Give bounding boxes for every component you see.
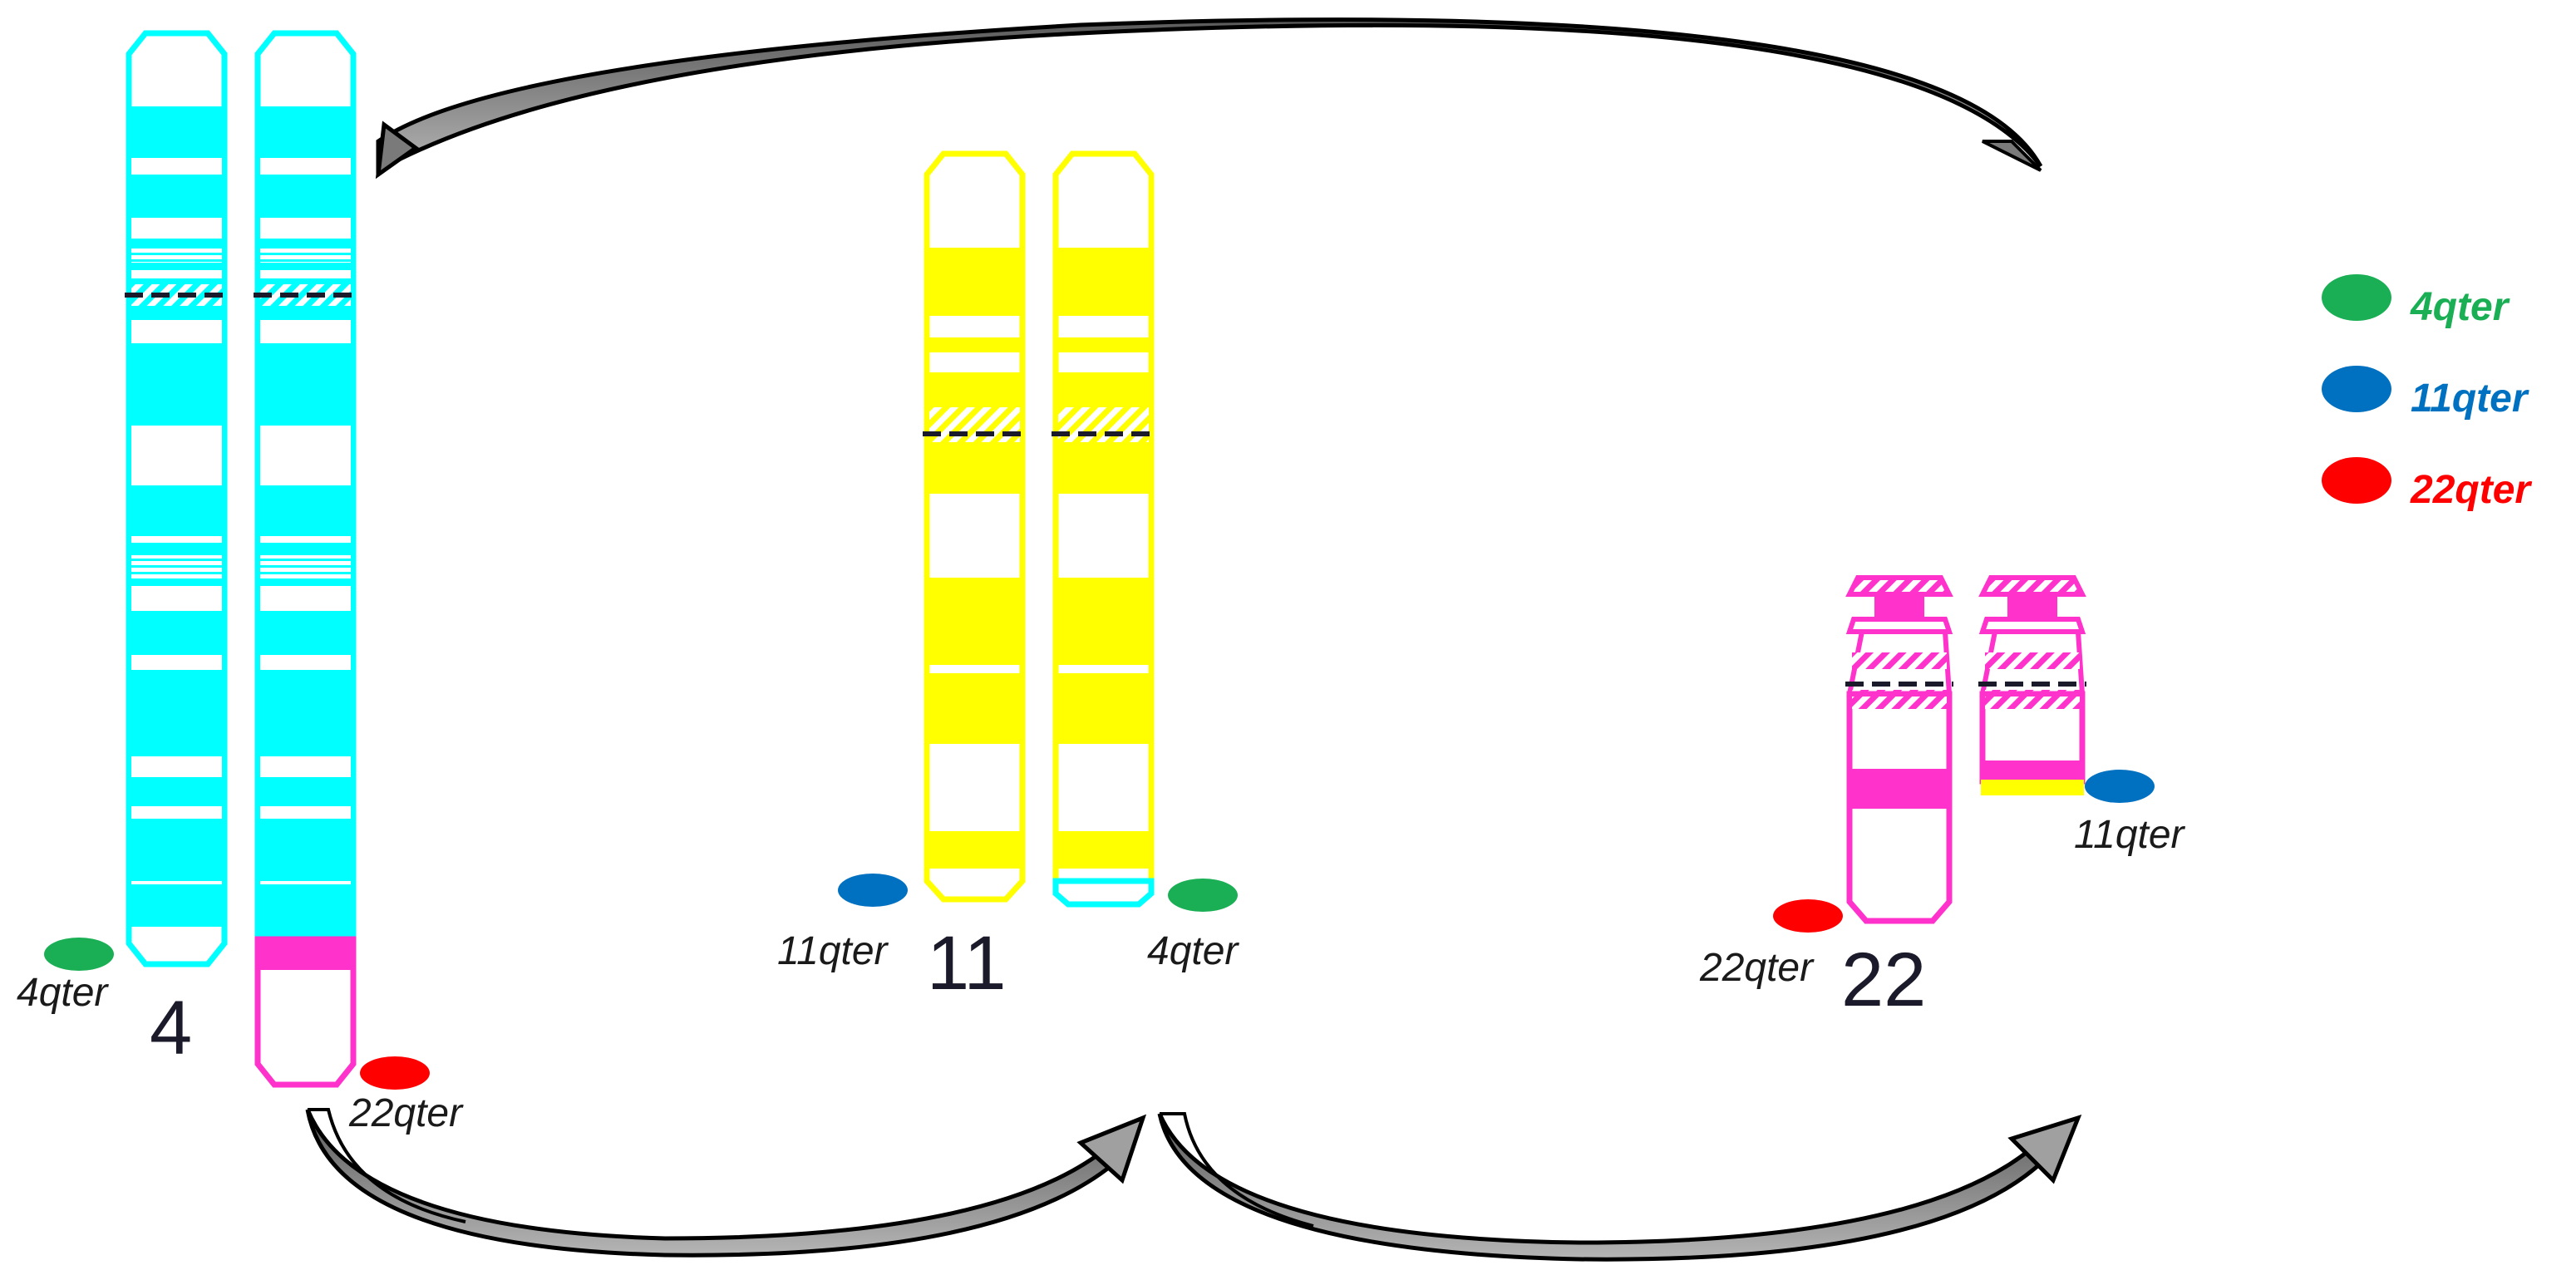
chromosome-number-22: 22 (1841, 938, 1926, 1022)
legend-marker-22qter (2322, 457, 2391, 504)
probe-4qter-chr4-signal (44, 938, 114, 971)
probe-4qter-chr11-signal (1168, 879, 1238, 912)
legend-label-11qter: 11qter (2411, 377, 2529, 421)
arrow-4-to-11 (305, 1108, 1147, 1258)
chromosome-22-normal (1845, 575, 1953, 924)
label-22qter-chr4: 22qter (348, 1091, 464, 1135)
chromosome-number-4: 4 (150, 986, 192, 1071)
arrow-11-to-4 (375, 17, 2043, 180)
legend-label-22qter: 22qter (2410, 468, 2532, 512)
probe-22qter-chr22-signal (1773, 899, 1843, 933)
label-11qter-chr11: 11qter (777, 929, 889, 973)
chromosome-4-normal (125, 30, 229, 967)
chromosome-11-normal (923, 150, 1027, 903)
probe-11qter-chr22-signal (2085, 770, 2155, 803)
arrow-11-to-22 (1157, 1112, 2082, 1262)
chromosome-4-derivative (254, 30, 357, 1088)
chromosome-22-derivative (1978, 575, 2086, 795)
label-4qter-chr11: 4qter (1147, 929, 1239, 973)
legend-marker-4qter (2322, 274, 2391, 321)
legend: 4qter 11qter 22qter (2322, 274, 2532, 512)
label-4qter-chr4: 4qter (17, 971, 109, 1015)
chromosome-number-11: 11 (927, 921, 1007, 1006)
probe-22qter-chr4-signal (360, 1056, 430, 1090)
label-22qter-chr22: 22qter (1699, 946, 1815, 990)
chromosome-11-derivative (1052, 150, 1155, 908)
legend-marker-11qter (2322, 366, 2391, 412)
probe-11qter-chr11-signal (838, 874, 908, 907)
legend-label-4qter: 4qter (2410, 285, 2510, 329)
label-11qter-chr22: 11qter (2074, 813, 2186, 857)
